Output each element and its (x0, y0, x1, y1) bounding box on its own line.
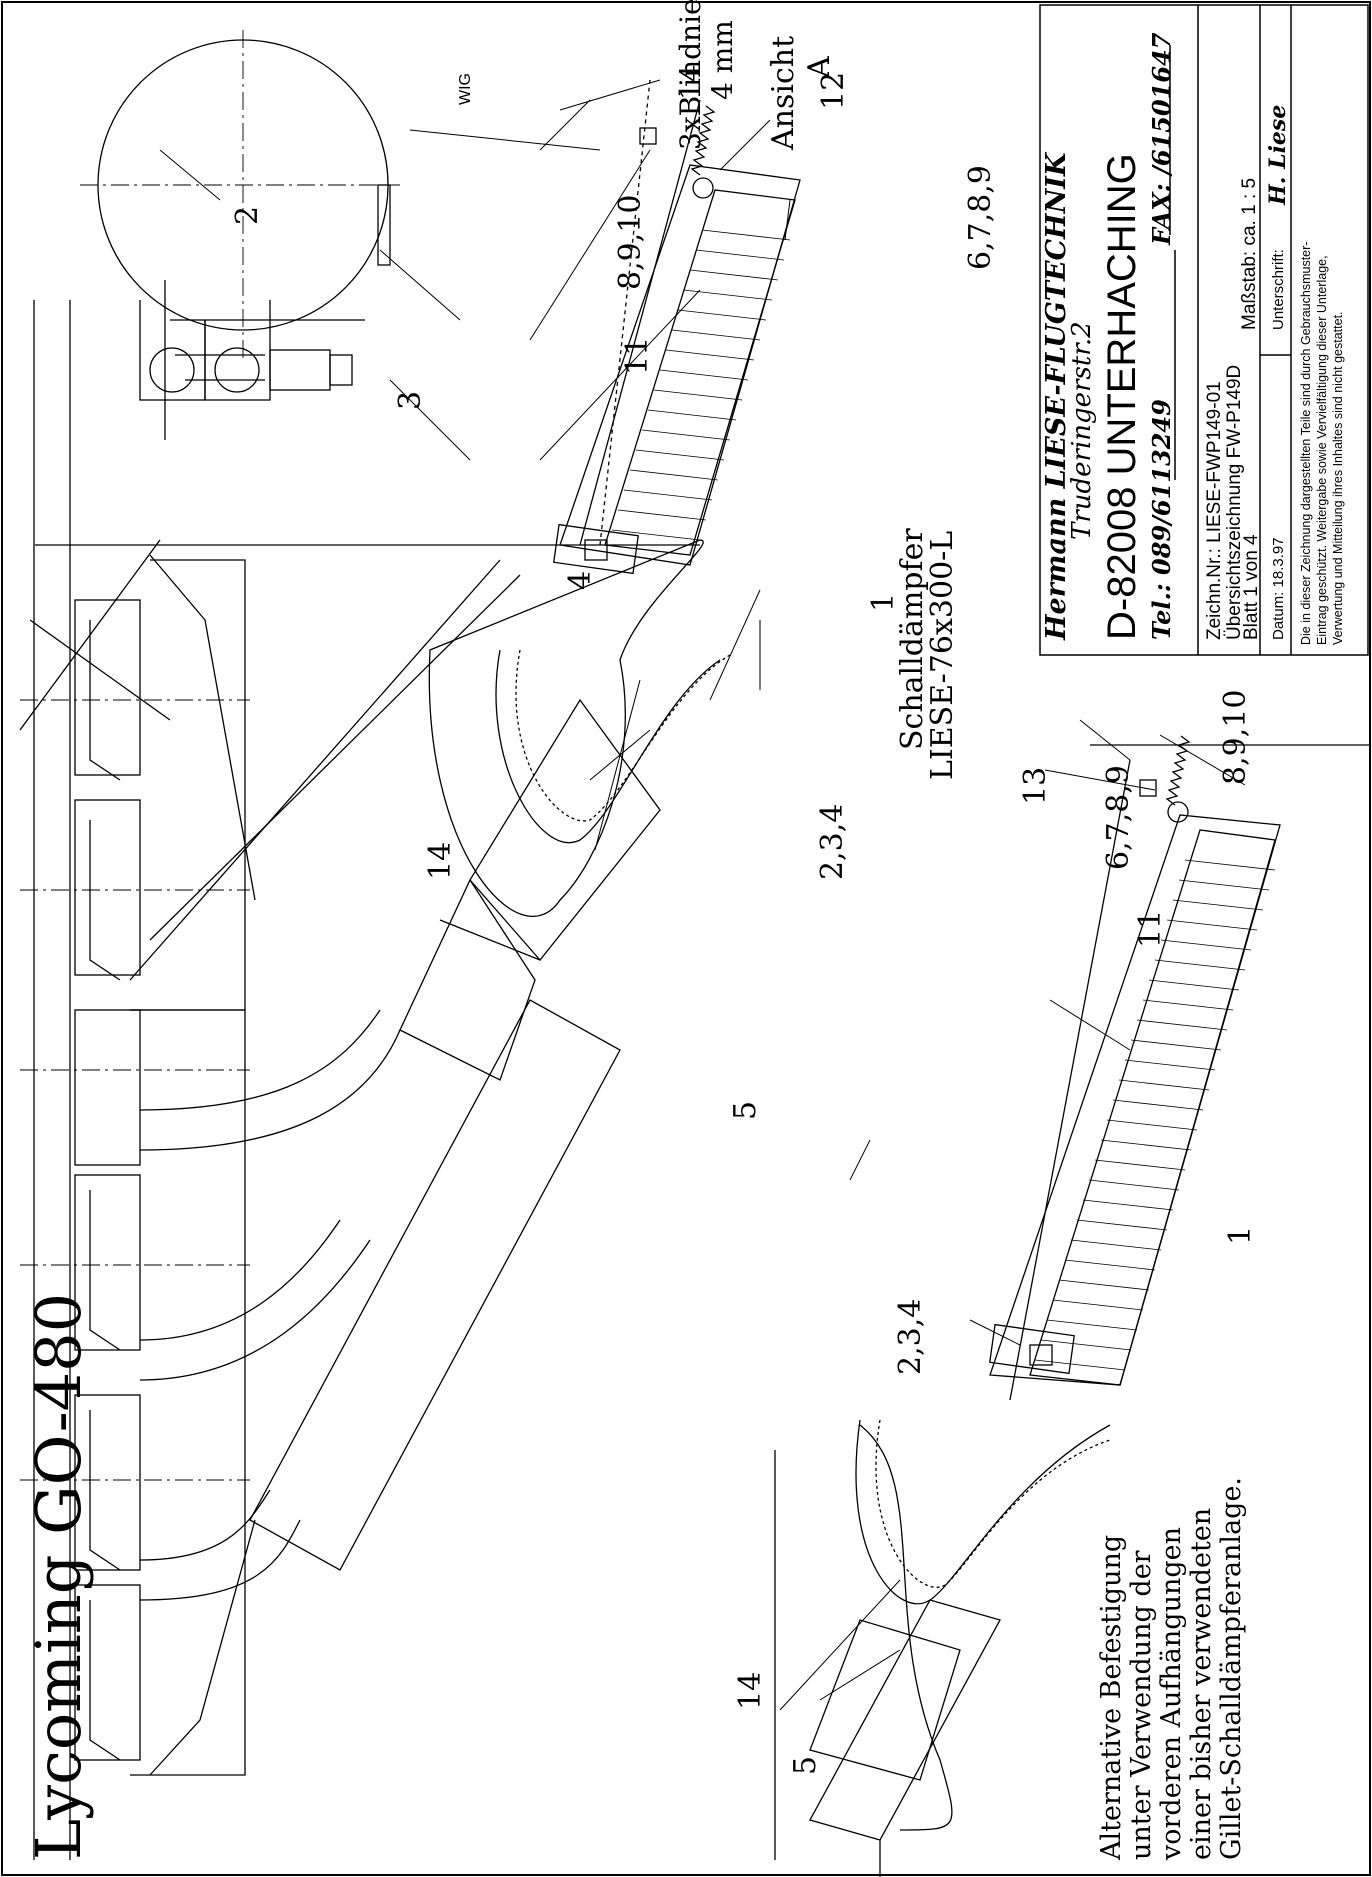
muffler-lower (989, 735, 1370, 1401)
drawing-number: Zeichn.Nr.: LIESE-FWP149-01 (1204, 381, 1225, 640)
callout-14-lower: 14 (733, 1672, 768, 1710)
company-street: Truderingerstr.2 (1067, 321, 1097, 540)
signature: H. Liese (1265, 105, 1291, 206)
alt-note-line-5: Gillet-Schalldämpferanlage. (1216, 1477, 1247, 1860)
alt-note-line-2: unter Verwendung der (1126, 1550, 1157, 1860)
callout-8-9-10-lower: 8,9,10 (1218, 690, 1253, 785)
company-tel: Tel.: 089/6113249 (1147, 399, 1176, 640)
weld-symbol-label: WIG (457, 73, 474, 105)
company-name: Hermann LIESE-FLUGTECHNIK (1041, 151, 1072, 641)
callout-13: 13 (1018, 767, 1053, 805)
exhaust-pipes (139, 698, 661, 1601)
rivet-count-label: 14 (674, 64, 707, 100)
leader-lines (159, 79, 1246, 1711)
legal-notice-line-1: Die in dieser Zeichnung dargestellten Te… (1299, 242, 1313, 645)
muffler-name-label: Schalldämpfer (895, 528, 930, 750)
callout-6-7-8-9-lower: 6,7,8,9 (1101, 765, 1136, 870)
callout-11-lower: 11 (1133, 910, 1168, 948)
drawing-scale: Maßstab: ca. 1 : 5 (1239, 178, 1260, 330)
hose-section-upper (35, 539, 731, 917)
company-city: D-82008 UNTERHACHING (1100, 153, 1144, 640)
drawing-date: Datum: 18.3.97 (1270, 537, 1287, 640)
engine-label: Lycoming GO-480 (22, 1293, 95, 1860)
view-a-letter: A (802, 56, 837, 79)
legal-notice-line-3: Verwertung und Mitteilung ihres Inhaltes… (1331, 311, 1345, 645)
callout-5-lower: 5 (788, 1756, 823, 1775)
engine-block (19, 300, 521, 1860)
callout-6-7-8-9-upper: 6,7,8,9 (963, 165, 998, 270)
drawing-description: Übersichtszeichnung FW-P149D (1224, 365, 1245, 640)
company-fax: FAX: /61501647 (1147, 32, 1176, 246)
drawing-labels: Lycoming GO-480 WIG Ansicht A Schalldämp… (22, 0, 1258, 1861)
hose-section-lower (774, 1419, 1111, 1877)
muffler-type-label: LIESE-76x300-L (925, 531, 960, 780)
alt-note-line-1: Alternative Befestigung (1096, 1535, 1127, 1861)
signature-label: Unterschrift: (1270, 249, 1287, 330)
alt-note-line-4: einer bisher verwendeten (1186, 1508, 1217, 1860)
engine-cylinders (74, 599, 141, 1761)
callout-1-lower: 1 (1223, 1226, 1258, 1245)
callout-14-upper: 14 (423, 842, 458, 880)
callout-3: 3 (393, 391, 428, 410)
callout-12: 12 (816, 72, 851, 110)
callout-2: 2 (230, 206, 265, 225)
callout-8-9-10-upper: 8,9,10 (613, 195, 648, 290)
legal-notice-line-2: Eintrag geschützt. Weitergabe sowie Verv… (1315, 255, 1329, 645)
clamp-detail (80, 30, 400, 440)
rivet-size-label: 4 mm (706, 20, 739, 100)
muffler-upper (553, 79, 801, 575)
drawing-area (19, 30, 1370, 1877)
view-a-label: Ansicht (766, 36, 801, 151)
sheet-number: Blatt 1 von 4 (1241, 534, 1262, 640)
callout-4: 4 (563, 571, 598, 590)
callout-5-upper: 5 (728, 1101, 763, 1120)
callout-11-upper: 11 (620, 337, 655, 375)
title-block: Hermann LIESE-FLUGTECHNIK Truderingerstr… (1039, 4, 1369, 656)
callout-2-3-4-lower: 2,3,4 (893, 1299, 928, 1375)
callout-2-3-4-upper: 2,3,4 (815, 804, 850, 880)
rivet-type-label: 3xBlindniet (674, 0, 707, 150)
callout-1-upper: 1 (866, 593, 901, 612)
alt-note-line-3: vorderen Aufhängungen (1156, 1527, 1187, 1861)
